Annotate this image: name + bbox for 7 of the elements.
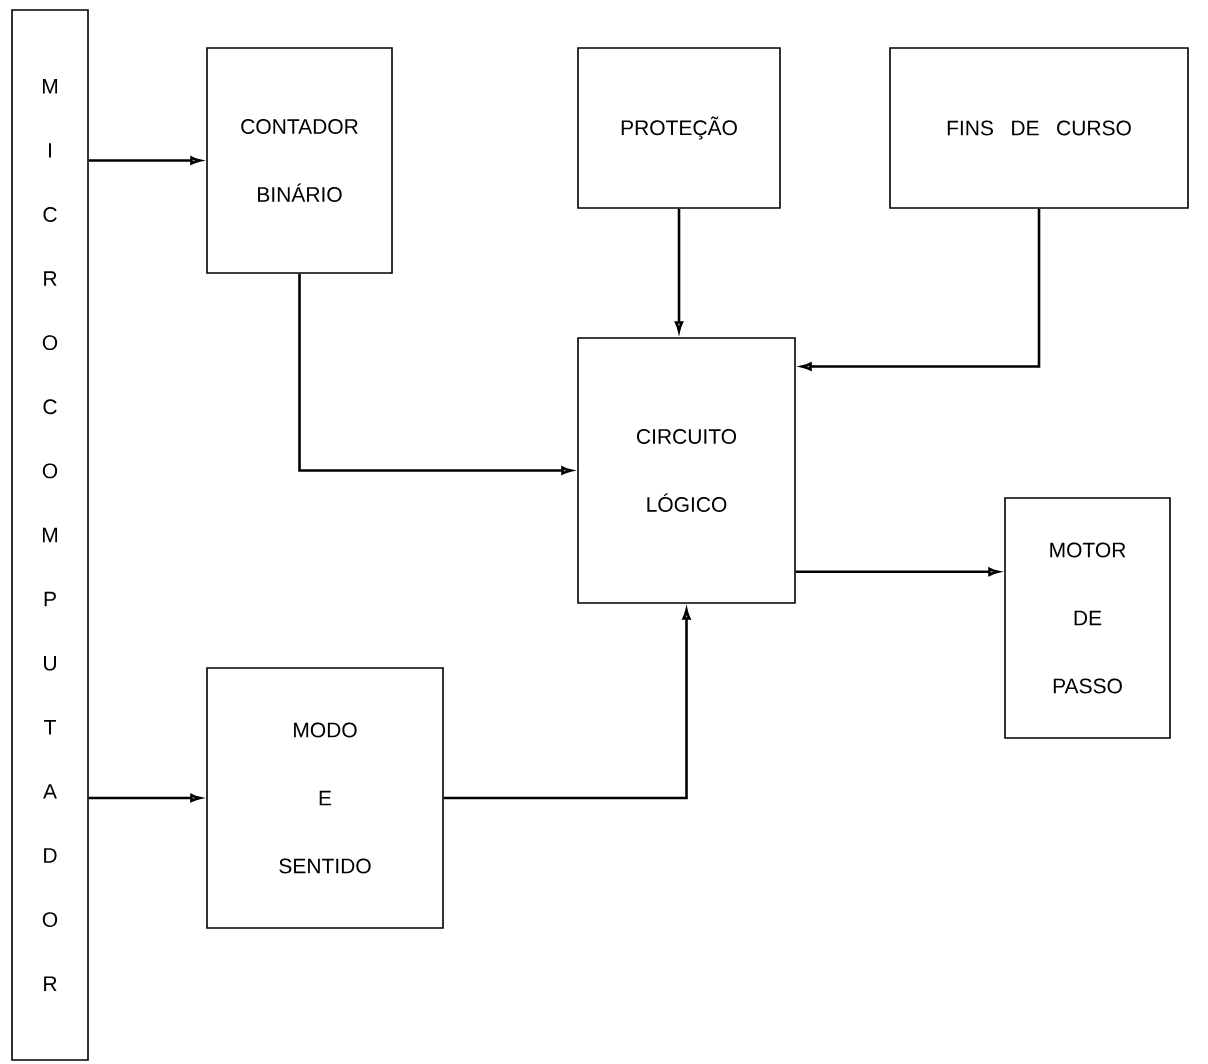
block-box: MOTOR DE PASSO	[1004, 497, 1171, 739]
block-box: CIRCUITO LÓGICO	[577, 337, 796, 604]
vertical-label-box: MICROCOMPUTADOR	[11, 9, 89, 1061]
block-box: MODO E SENTIDO	[206, 667, 444, 929]
block-box: CONTADOR BINÁRIO	[206, 47, 393, 274]
block-box: FINS DE CURSO	[889, 47, 1189, 209]
block-box: PROTEÇÃO	[577, 47, 781, 209]
